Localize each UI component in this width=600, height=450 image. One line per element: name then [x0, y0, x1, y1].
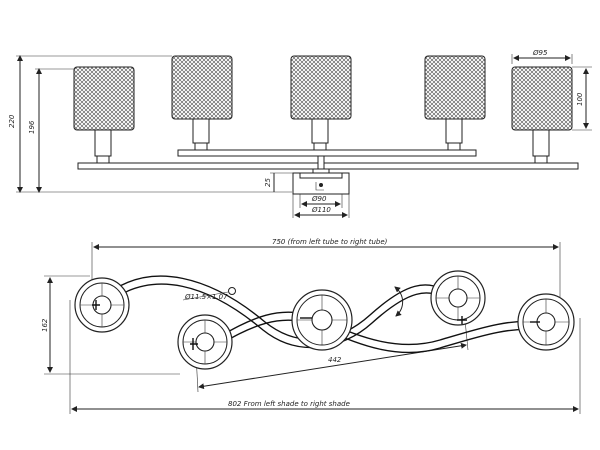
plan-shade-2 [177, 314, 233, 370]
plan-shade-4 [430, 270, 486, 326]
canopy-dims: Ø90 Ø110 [292, 194, 350, 218]
depth-label: 162 [41, 318, 49, 332]
tube-span-label: 750 (from left tube to right tube) [272, 238, 388, 246]
plan-shade-3 [291, 289, 353, 351]
shade-4 [424, 55, 486, 151]
plan-shade-5 [517, 293, 575, 351]
depth-dim: 162 [41, 275, 180, 375]
shade-5 [511, 66, 573, 164]
canopy-outer-label: Ø110 [311, 206, 331, 214]
rotation-arrow-icon [394, 286, 404, 317]
upper-arm-bar [177, 149, 477, 157]
plan-view: 750 (from left tube to right tube) 802 F… [41, 238, 581, 414]
tube-diameter-callout: Ø11.5×1.07 [182, 287, 236, 301]
tube-diameter-label: Ø11.5×1.07 [184, 293, 228, 301]
lower-arm-bar [77, 162, 579, 170]
shade-2 [171, 55, 233, 151]
shade-span-dim: 802 From left shade to right shade [69, 300, 581, 414]
canopy-height-label: 25 [264, 178, 272, 187]
plan-shade-1 [74, 277, 130, 333]
shade-1 [73, 66, 135, 164]
shade-3 [290, 55, 352, 151]
inner-span-label: 442 [328, 356, 342, 364]
canopy-inner-label: Ø90 [311, 195, 327, 203]
canopy [292, 155, 350, 195]
front-view: 220 196 25 Ø95 100 Ø90 [8, 49, 592, 218]
vertical-dims: 220 196 25 [8, 55, 293, 193]
shade-dims: Ø95 100 [511, 49, 592, 131]
shade-span-label: 802 From left shade to right shade [228, 400, 350, 408]
body-height-label: 196 [28, 120, 36, 134]
shade-diameter-label: Ø95 [532, 49, 548, 57]
total-height-label: 220 [8, 114, 16, 128]
shade-height-label: 100 [576, 92, 584, 106]
